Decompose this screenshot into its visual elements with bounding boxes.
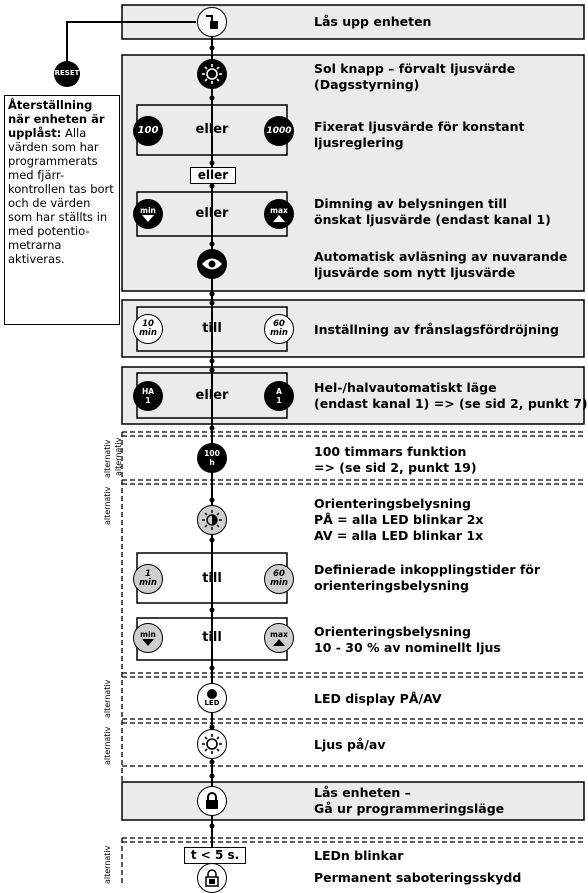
orient-min-button: min <box>133 623 163 653</box>
define-60min-button: 60 min <box>264 564 294 594</box>
step-lock: Lås enheten – <box>314 785 411 800</box>
ha-button: HA 1 <box>133 381 163 411</box>
eller-dim: eller <box>195 206 229 221</box>
step-tamper: Permanent saboteringsskydd <box>314 870 522 885</box>
unlock-icon <box>197 7 227 37</box>
step-100h-detail: => (se sid 2, punkt 19) <box>314 460 477 475</box>
step-delay: Inställning av frånslagsfördröjning <box>314 322 559 337</box>
step-unlock: Lås upp enheten <box>314 14 432 29</box>
sun-icon <box>197 59 227 89</box>
step-orient-level-detail: 10 - 30 % av nominellt ljus <box>314 640 501 655</box>
step-led: LED display PÅ/AV <box>314 691 442 706</box>
step-auto: Automatisk avläsning av nuvarande <box>314 249 568 264</box>
delay-60min-button: 60 min <box>264 314 294 344</box>
reset-label: RESET <box>54 69 80 77</box>
reset-button <box>54 61 80 87</box>
step-100h: 100 timmars funktion <box>314 444 467 459</box>
led-icon: LED <box>197 683 227 713</box>
delay-block <box>121 299 585 358</box>
mode-block <box>121 366 585 425</box>
reset-body: Alla värden som har programmerats med fj… <box>8 126 114 266</box>
step-orient-on: PÅ = alla LED blinkar 2x <box>314 512 484 527</box>
down-triangle-icon <box>142 639 154 646</box>
up-triangle-icon <box>273 639 285 646</box>
up-triangle-icon <box>273 215 285 222</box>
hours-100-button: 100 h <box>197 443 227 473</box>
reset-connector <box>66 21 196 62</box>
step-sun-detail: (Dagsstyrning) <box>314 77 420 92</box>
till-orient: till <box>202 630 222 645</box>
value-100-button: 100 <box>133 116 163 146</box>
eller-mode: eller <box>195 388 229 403</box>
step-mode-detail: (endast kanal 1) => (se sid 2, punkt 7) <box>314 396 588 411</box>
step-dim: Dimning av belysningen till <box>314 196 507 211</box>
step-dim-detail: önskat ljusvärde (endast kanal 1) <box>314 212 551 227</box>
eller-box: eller <box>190 167 236 184</box>
value-1000-button: 1000 <box>264 116 294 146</box>
step-sun: Sol knapp – förvalt ljusvärde <box>314 61 516 76</box>
time-box: t < 5 s. <box>184 847 246 864</box>
step-lock-detail: Gå ur programmeringsläge <box>314 801 505 816</box>
orient-max-button: max <box>264 623 294 653</box>
a-button: A 1 <box>264 381 294 411</box>
alternative-separators <box>121 431 584 886</box>
till-define: till <box>202 571 222 586</box>
step-define-detail: orienteringsbelysning <box>314 578 469 593</box>
step-mode: Hel-/halvautomatiskt läge <box>314 380 497 395</box>
alt-label: alternativ <box>103 486 112 525</box>
step-define: Definierade inkopplingstider för <box>314 562 541 577</box>
step-blink: LEDn blinkar <box>314 848 404 863</box>
down-triangle-icon <box>142 215 154 222</box>
step-auto-detail: ljusvärde som nytt ljusvärde <box>314 265 516 280</box>
reset-heading: Återställning när enheten är upplåst: <box>8 98 105 140</box>
alt-label: alternativ <box>103 679 112 718</box>
step-fixed: Fixerat ljusvärde för konstant <box>314 119 525 134</box>
alt-label: alternativ <box>103 726 112 765</box>
delay-10min-button: 10 min <box>133 314 163 344</box>
step-light: Ljus på/av <box>314 737 386 752</box>
reset-description: Återställning när enheten är upplåst: Al… <box>4 95 120 325</box>
step-orient: Orienteringsbelysning <box>314 496 471 511</box>
lock-icon <box>197 786 227 816</box>
till-delay: till <box>202 321 222 336</box>
tamper-lock-icon <box>197 863 227 893</box>
alt-label: alternativ <box>114 437 123 476</box>
eye-icon <box>197 249 227 279</box>
dim-min-button: min <box>133 199 163 229</box>
step-fixed-detail: ljusreglering <box>314 135 404 150</box>
half-sun-icon <box>197 505 227 535</box>
alt-label: alternativ <box>103 439 112 478</box>
dim-max-button: max <box>264 199 294 229</box>
led-dot-icon <box>207 689 217 699</box>
step-orient-off: AV = alla LED blinkar 1x <box>314 528 484 543</box>
light-toggle-icon <box>197 729 227 759</box>
step-orient-level: Orienteringsbelysning <box>314 624 471 639</box>
eller-fixed: eller <box>195 122 229 137</box>
alt-label: alternativ <box>103 845 112 884</box>
define-1min-button: 1 min <box>133 564 163 594</box>
